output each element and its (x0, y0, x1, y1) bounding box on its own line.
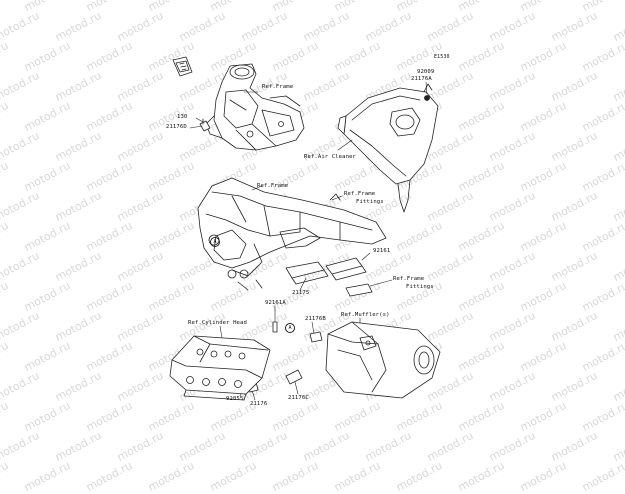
label-ref-frame-fittings-2-line1: Ref.Frame (393, 276, 425, 282)
air-cleaner-drawing (337, 83, 439, 213)
label-ref-frame-top: Ref.Frame (262, 84, 294, 90)
label-ref-air-cleaner: Ref.Air Cleaner (304, 154, 357, 160)
label-21176c: 21176C (288, 395, 309, 401)
sensor-21176d (199, 118, 211, 132)
label-92161a: 92161A (265, 300, 286, 306)
parts-diagram (169, 56, 441, 401)
label-21176a: 21176A (411, 76, 432, 82)
label-92161: 92161 (373, 248, 391, 254)
label-21175: 21175 (292, 290, 310, 296)
callout-a-sensor: A (285, 323, 295, 333)
cylinder-head-drawing (169, 335, 271, 401)
callout-a-frame: A (210, 237, 220, 247)
label-ref-frame-fittings-1-line2: Fittings (356, 199, 384, 205)
label-21176b: 21176B (305, 316, 326, 322)
label-92009: 92009 (417, 69, 435, 75)
label-21176d: 21176D (166, 124, 187, 130)
label-ref-cylinder-head: Ref.Cylinder Head (188, 320, 247, 326)
diagram-code: E1530 (434, 54, 450, 60)
label-ref-frame-fittings-1-line1: Ref.Frame (344, 191, 376, 197)
muffler-drawing (325, 321, 441, 399)
label-92055: 92055 (226, 396, 244, 402)
sensor-bracket-drawing (285, 257, 373, 297)
label-21176: 21176 (250, 401, 268, 407)
label-ref-muffler: Ref.Muffler(s) (341, 312, 390, 318)
label-130: 130 (177, 114, 188, 120)
label-ref-frame-fittings-2-line2: Fittings (406, 284, 434, 290)
upper-frame-drawing (205, 63, 305, 151)
label-ref-frame-mid: Ref.Frame (257, 183, 289, 189)
sensor-icon (172, 56, 193, 77)
